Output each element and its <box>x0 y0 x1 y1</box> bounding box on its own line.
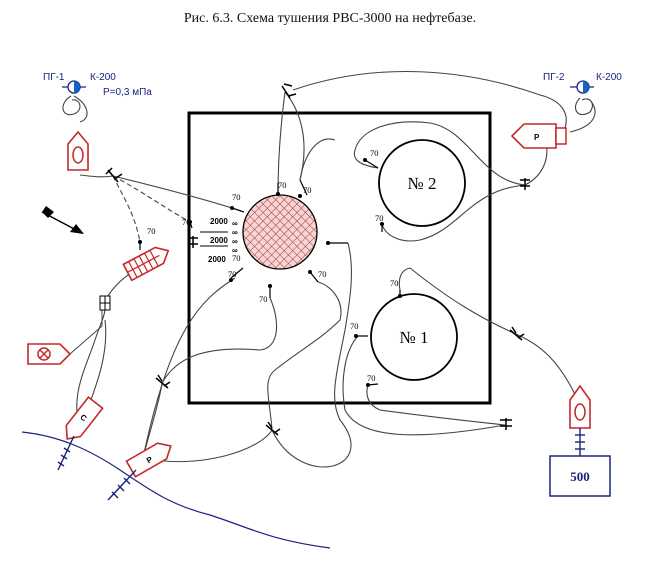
water-collector <box>99 295 111 311</box>
foam-generator-symbol: ∞ <box>232 246 238 255</box>
tank-1 <box>370 293 458 381</box>
foam-generators: 2000 2000 2000 ∞ ∞ ∞ ∞ <box>200 217 238 264</box>
foam-generator-symbol: ∞ <box>232 228 238 237</box>
fire-truck-p: Р <box>125 442 172 478</box>
branch-junctions <box>105 83 530 436</box>
hydrant-left: ПГ-1 К-200 P=0,3 мПа <box>43 72 152 98</box>
water-reservoir <box>549 455 611 497</box>
fire-truck-c-label: С <box>78 413 88 424</box>
tank-2-label: № 2 <box>408 174 437 193</box>
hydrant-left-k: К-200 <box>90 72 116 83</box>
nozzle-label: 70 <box>375 213 384 223</box>
nozzle-label: 70 <box>232 192 241 202</box>
embankment-wall <box>187 111 492 405</box>
nozzle-label: 70 <box>390 278 399 288</box>
tank-2 <box>378 139 466 227</box>
nozzle-label: 70 <box>350 321 359 331</box>
nozzle-label: 70 <box>182 217 191 227</box>
nozzle-label: 70 <box>367 373 376 383</box>
hydrant-right-k: К-200 <box>596 72 622 83</box>
hydrant-right: ПГ-2 К-200 <box>543 72 622 94</box>
fire-truck-right-label: Р <box>534 133 540 142</box>
nozzles <box>138 158 402 387</box>
nozzle-label: 70 <box>259 294 268 304</box>
foam-generator-value: 2000 <box>210 217 228 226</box>
fire-truck-left <box>67 130 89 171</box>
foam-generator-value: 2000 <box>210 236 228 245</box>
foam-generator-value: 2000 <box>208 255 226 264</box>
foam-generator-symbol: ∞ <box>232 219 238 228</box>
fire-truck-right: Р <box>510 123 567 149</box>
fire-truck-bottom-right <box>569 384 591 429</box>
fire-truck-c: С <box>65 395 104 440</box>
water-reservoir-label: 500 <box>570 469 590 484</box>
nozzle-label: 70 <box>232 253 241 263</box>
lighting-vehicle <box>27 300 103 365</box>
nozzle-label: 70 <box>370 148 379 158</box>
hydrant-left-pressure: P=0,3 мПа <box>103 87 152 98</box>
nozzle-label: 70 <box>228 269 237 279</box>
figure-caption: Рис. 6.3. Схема тушения РВС-3000 на нефт… <box>184 11 476 26</box>
wind-direction-arrow <box>41 206 84 234</box>
burning-tank <box>242 194 318 270</box>
nozzle-labels: 70 70 70 70 70 70 70 70 70 70 70 70 70 7… <box>147 148 399 383</box>
hydrant-left-pg: ПГ-1 <box>43 72 65 83</box>
water-shoreline <box>21 431 331 549</box>
foam-generator-symbol: ∞ <box>232 237 238 246</box>
tank-1-label: № 1 <box>400 328 429 347</box>
suction-lines <box>57 428 585 501</box>
nozzle-label: 70 <box>278 180 287 190</box>
hydrant-right-pg: ПГ-2 <box>543 72 565 83</box>
nozzle-label: 70 <box>147 226 156 236</box>
nozzle-label: 70 <box>303 185 312 195</box>
nozzle-label: 70 <box>318 269 327 279</box>
foam-truck <box>122 246 170 282</box>
fire-truck-p-label: Р <box>145 454 155 465</box>
